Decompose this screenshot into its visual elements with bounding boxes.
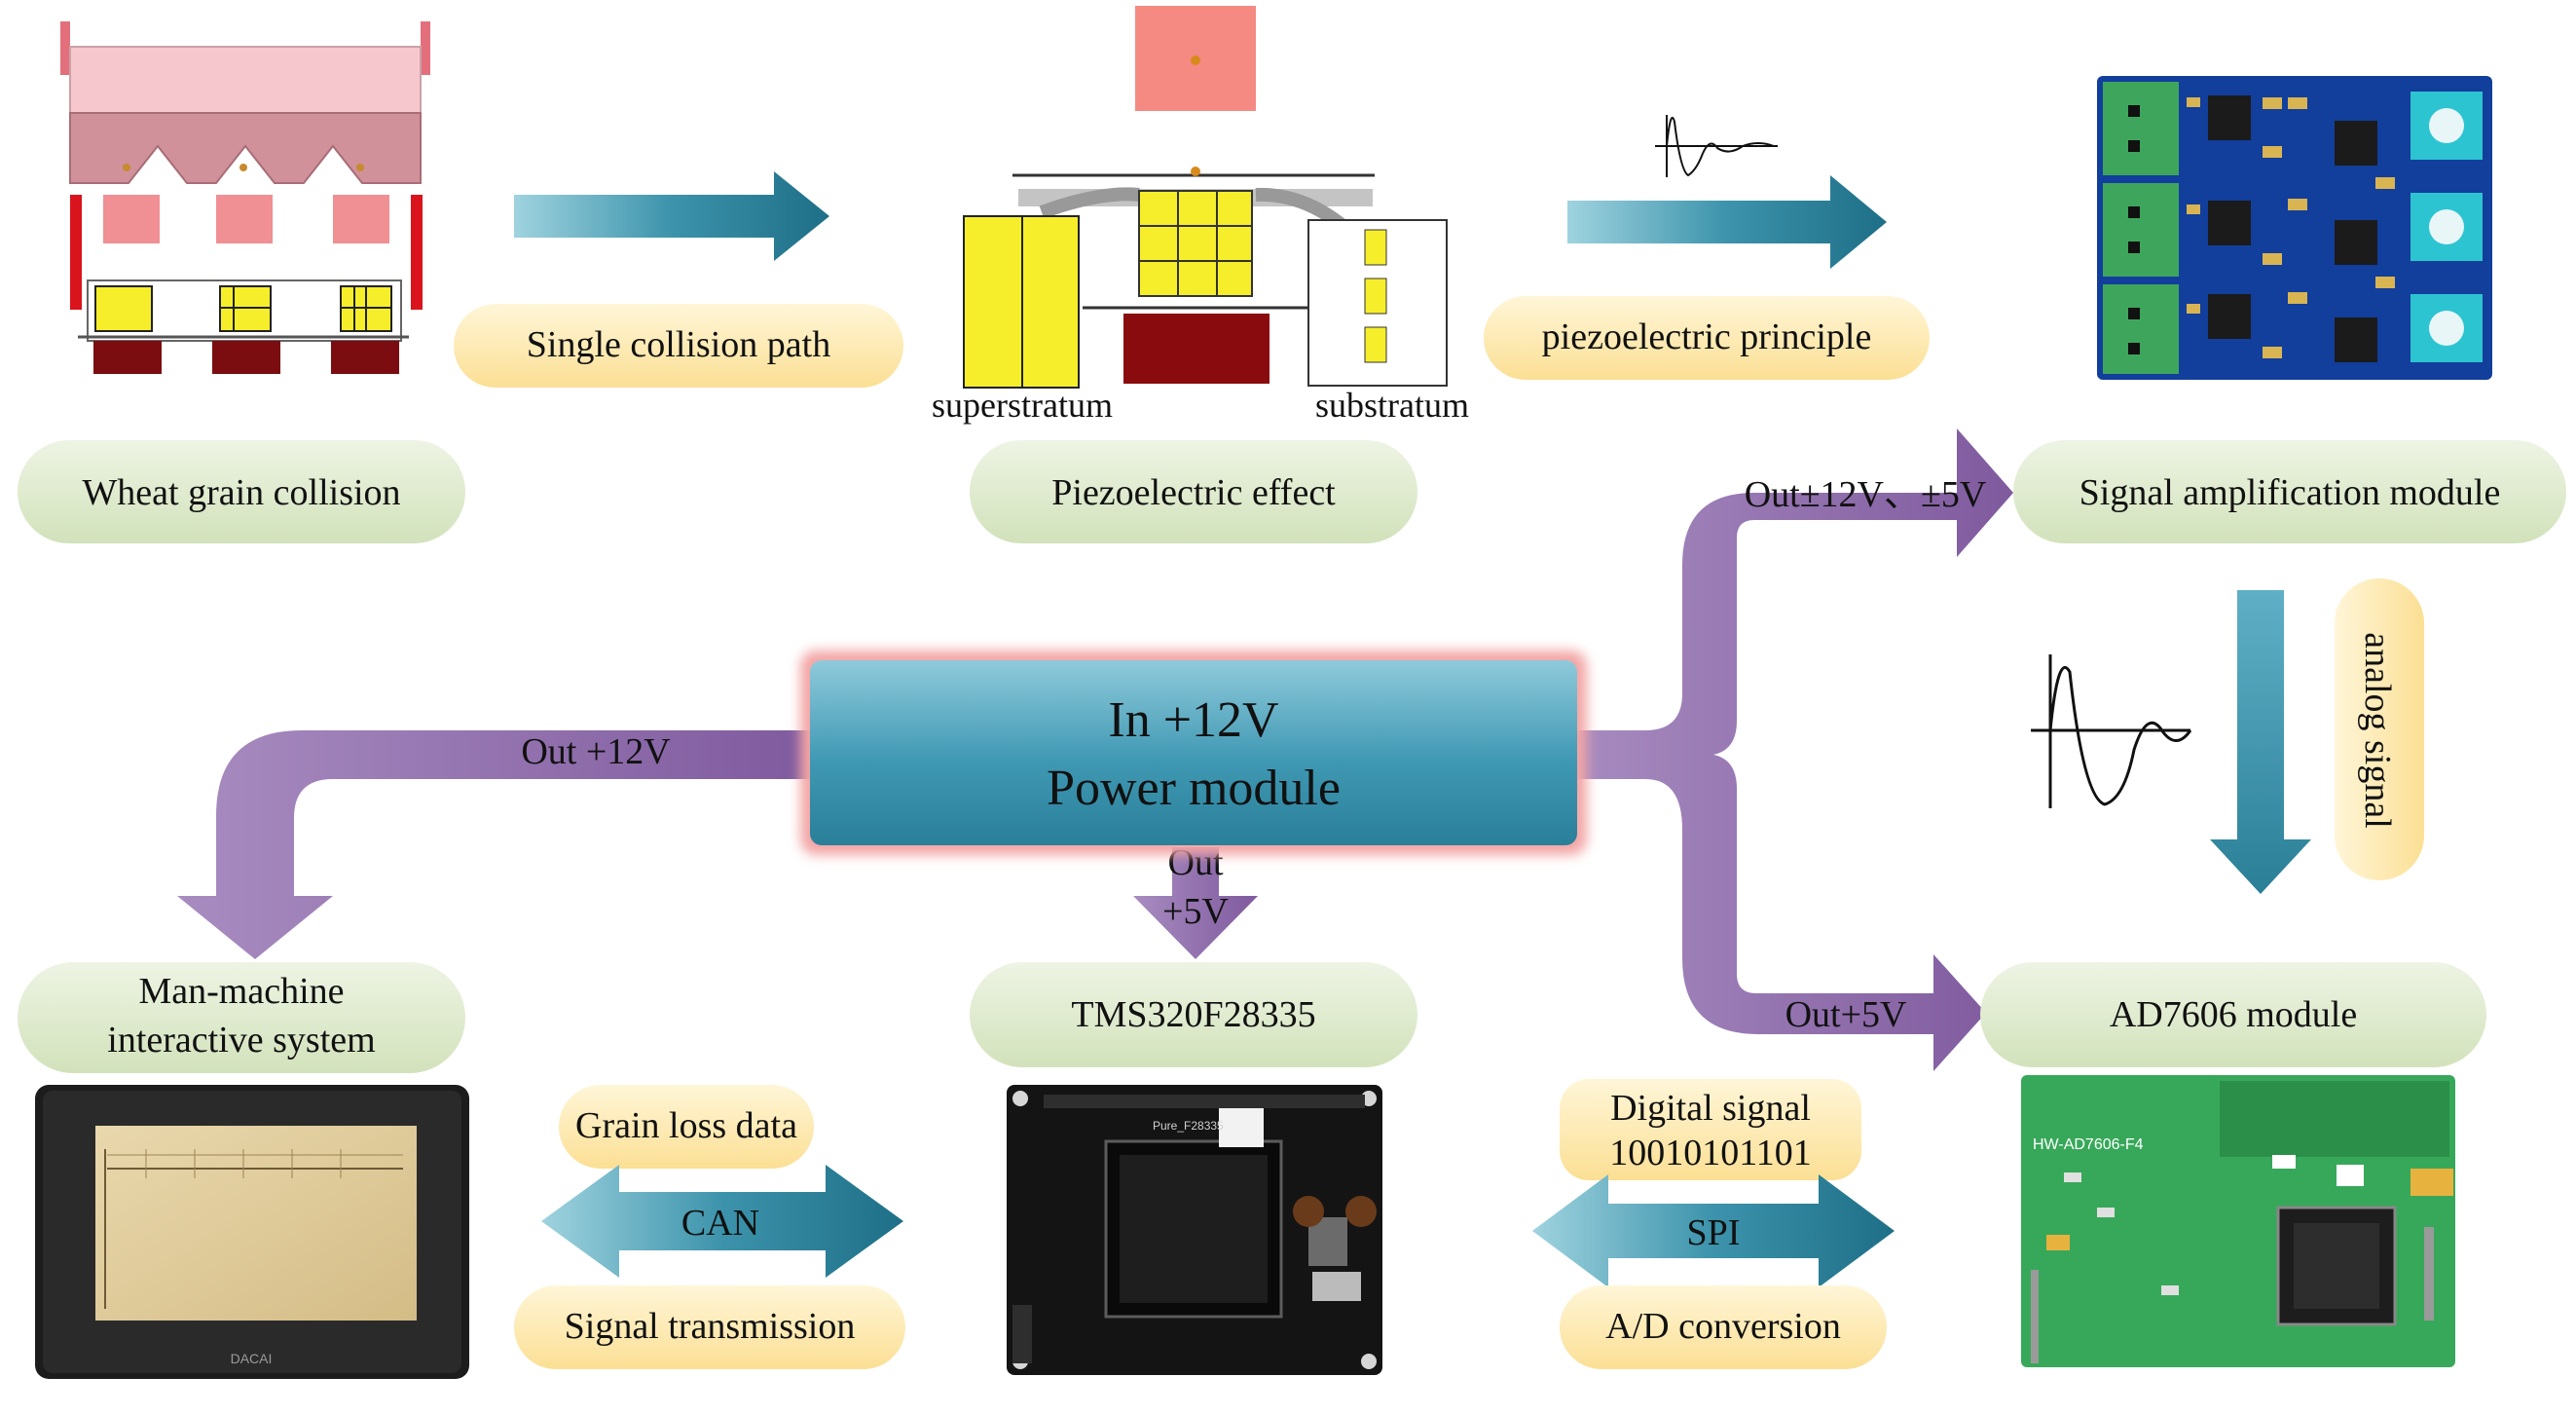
- collision-path-arrow: [514, 171, 829, 261]
- grain-loss-data-pill: [559, 1085, 814, 1169]
- can-bidirectional-arrow: [541, 1165, 903, 1278]
- signal-amp-board-image: [2097, 76, 2492, 380]
- power-module-box: [810, 660, 1577, 845]
- digital-signal-label-line2: 10010101101: [1609, 1133, 1812, 1173]
- ad7606-label: AD7606 module: [2110, 994, 2357, 1035]
- analog-waveform-icon: [2031, 654, 2192, 808]
- man-machine-pill: [18, 962, 465, 1073]
- digital-signal-label-line1: Digital signal: [1610, 1088, 1811, 1129]
- single-collision-path-pill: [454, 304, 903, 388]
- analog-signal-pill: [2335, 578, 2424, 880]
- out-5v-bottom-label: +5V: [1162, 891, 1229, 932]
- out-5v-right-label: Out+5V: [1785, 994, 1907, 1035]
- single-collision-path-label: Single collision path: [527, 324, 830, 365]
- signal-transmission-label: Signal transmission: [565, 1306, 856, 1347]
- out-pm12-5v-label: Out±12V、±5V: [1745, 474, 1987, 515]
- signal-amplification-pill: [2013, 440, 2566, 543]
- signal-transmission-pill: [514, 1285, 905, 1369]
- piezo-effect-illustration: [963, 6, 1448, 389]
- tms-board-label: Pure_F28335: [1153, 1119, 1224, 1133]
- power-in-label: In +12V: [1108, 692, 1278, 748]
- substratum-label: substratum: [1315, 386, 1469, 425]
- ad7606-board-image: HW-AD7606-F4: [2021, 1075, 2455, 1367]
- digital-signal-pill: [1560, 1079, 1861, 1180]
- spi-bidirectional-arrow: [1532, 1174, 1895, 1287]
- screen-brand-label: DACAI: [231, 1351, 273, 1366]
- analog-signal-label: analog signal: [2357, 632, 2398, 829]
- ad-board-label: HW-AD7606-F4: [2033, 1136, 2144, 1153]
- power-distribution-arrows: [177, 428, 2013, 1071]
- piezoelectric-principle-pill: [1484, 296, 1930, 380]
- spi-label: SPI: [1687, 1212, 1741, 1253]
- signal-amplification-label: Signal amplification module: [2079, 472, 2501, 513]
- man-machine-label-line1: Man-machine: [138, 971, 344, 1012]
- tms-board-image: Pure_F28335: [1007, 1085, 1382, 1375]
- wheat-grain-collision-label: Wheat grain collision: [82, 472, 400, 513]
- piezoelectric-effect-label: Piezoelectric effect: [1051, 472, 1336, 513]
- superstratum-label: superstratum: [932, 386, 1113, 425]
- power-module-label: Power module: [1047, 761, 1341, 816]
- piezoelectric-principle-label: piezoelectric principle: [1542, 316, 1872, 357]
- collision-device-illustration: [60, 21, 430, 374]
- small-waveform-icon: [1655, 115, 1778, 177]
- man-machine-label-line2: interactive system: [107, 1020, 375, 1060]
- piezoelectric-effect-pill: [970, 440, 1417, 543]
- tms-label: TMS320F28335: [1071, 994, 1315, 1035]
- piezo-principle-arrow: [1567, 175, 1887, 269]
- grain-loss-data-label: Grain loss data: [575, 1105, 797, 1146]
- out-12v-label: Out +12V: [521, 731, 671, 772]
- ad-conversion-label: A/D conversion: [1605, 1306, 1841, 1347]
- ad7606-pill: [1980, 962, 2486, 1067]
- hmi-touchscreen-image: DACAI: [35, 1085, 469, 1379]
- tms-pill: [970, 962, 1417, 1067]
- can-label: CAN: [681, 1203, 759, 1244]
- wheat-grain-collision-pill: [18, 440, 465, 543]
- analog-signal-arrow: [2210, 590, 2311, 894]
- ad-conversion-pill: [1560, 1285, 1887, 1369]
